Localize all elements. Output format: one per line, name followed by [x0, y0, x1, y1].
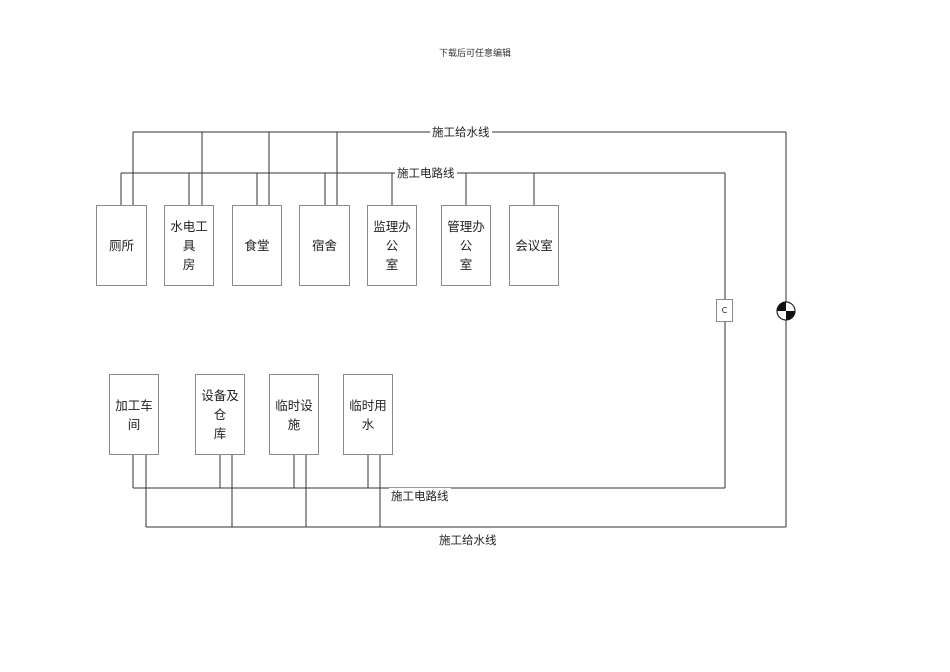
water-line-bottom-label: 施工给水线: [437, 532, 499, 548]
c-box-label: C: [721, 306, 728, 315]
box-label: 水电工具: [170, 219, 208, 253]
box-workshop: 加工车间: [109, 374, 159, 455]
water-line-top-label: 施工给水线: [430, 124, 492, 140]
box-equipment-warehouse: 设备及仓库: [195, 374, 245, 455]
box-label-2: 室: [385, 257, 399, 272]
box-supervisor-office: 监理办公室: [367, 205, 417, 286]
box-label: 临时设施: [275, 397, 313, 432]
power-line-top-label: 施工电路线: [395, 165, 457, 181]
box-label: 厕所: [108, 238, 134, 253]
box-toilet: 厕所: [96, 205, 147, 286]
box-label: 加工车间: [115, 397, 153, 432]
box-tool-room: 水电工具房: [164, 205, 214, 286]
box-label: 食堂: [244, 238, 270, 253]
box-temp-water: 临时用水: [343, 374, 393, 455]
box-label: 宿舍: [311, 238, 337, 253]
box-temp-facilities: 临时设施: [269, 374, 319, 455]
box-meeting-room: 会议室: [509, 205, 559, 286]
box-label: 管理办公: [447, 219, 485, 253]
water-meter-icon: [776, 301, 796, 321]
box-label-2: 房: [182, 257, 196, 272]
box-canteen: 食堂: [232, 205, 282, 286]
header-note: 下载后可任意编辑: [438, 49, 511, 59]
box-dormitory: 宿舍: [299, 205, 350, 286]
power-line-bottom-label: 施工电路线: [389, 488, 451, 504]
box-label-2: 库: [213, 426, 227, 441]
box-label: 会议室: [515, 238, 553, 253]
box-management-office: 管理办公室: [441, 205, 491, 286]
box-label: 设备及仓: [201, 388, 239, 422]
box-label: 临时用水: [349, 397, 387, 432]
c-box: C: [716, 299, 733, 322]
box-label-2: 室: [459, 257, 473, 272]
box-label: 监理办公: [373, 219, 411, 253]
